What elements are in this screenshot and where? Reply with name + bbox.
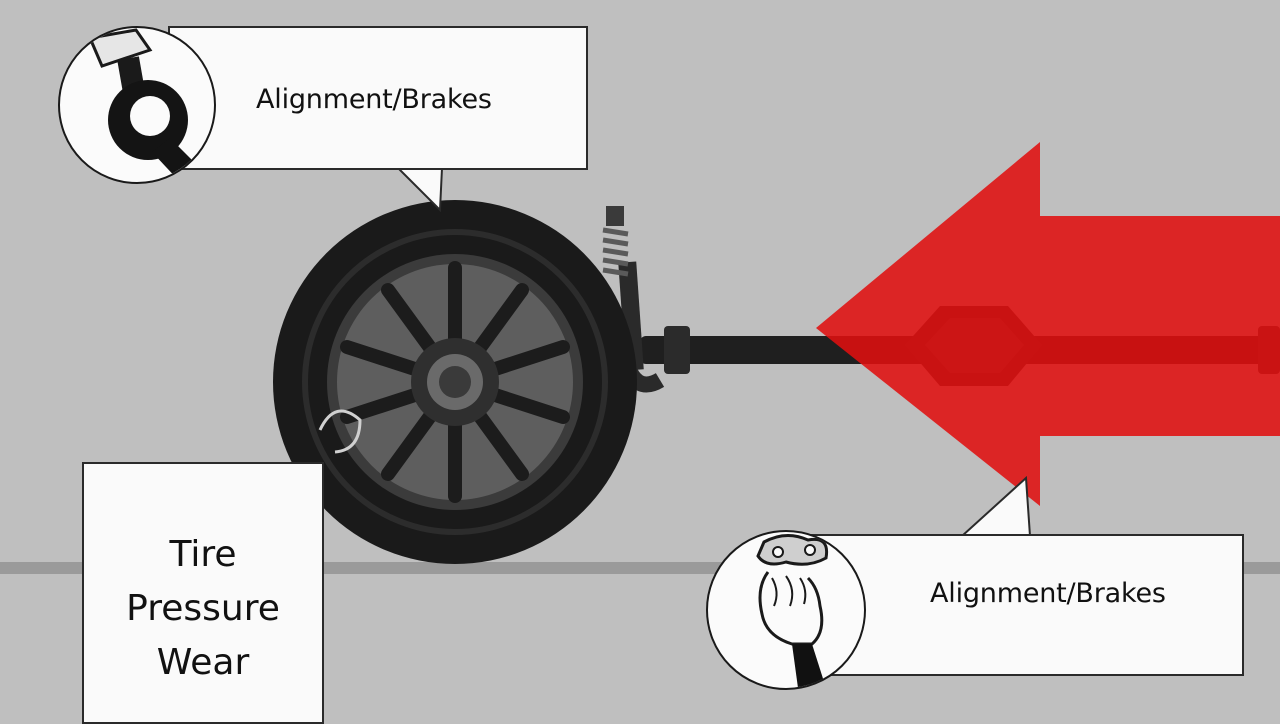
- hand-holding-brake-pad-icon: [706, 530, 866, 690]
- callout-top: Alignment/Brakes: [168, 26, 588, 170]
- callout-top-label: Alignment/Brakes: [256, 84, 492, 115]
- tire-info-line-3: Wear: [156, 642, 250, 683]
- tire-info-line-1: Tire: [169, 534, 237, 575]
- wheel: [273, 200, 637, 564]
- callout-bottom-pointer: [959, 475, 1032, 537]
- wrench-socket-icon: [58, 26, 216, 184]
- tire-info-line-2: Pressure: [126, 588, 280, 629]
- callout-bottom-label: Alignment/Brakes: [930, 578, 1166, 609]
- tire-info-box: Tire Pressure Wear: [82, 462, 324, 724]
- callout-bottom: Alignment/Brakes: [808, 534, 1244, 676]
- direction-arrow: [816, 142, 1280, 506]
